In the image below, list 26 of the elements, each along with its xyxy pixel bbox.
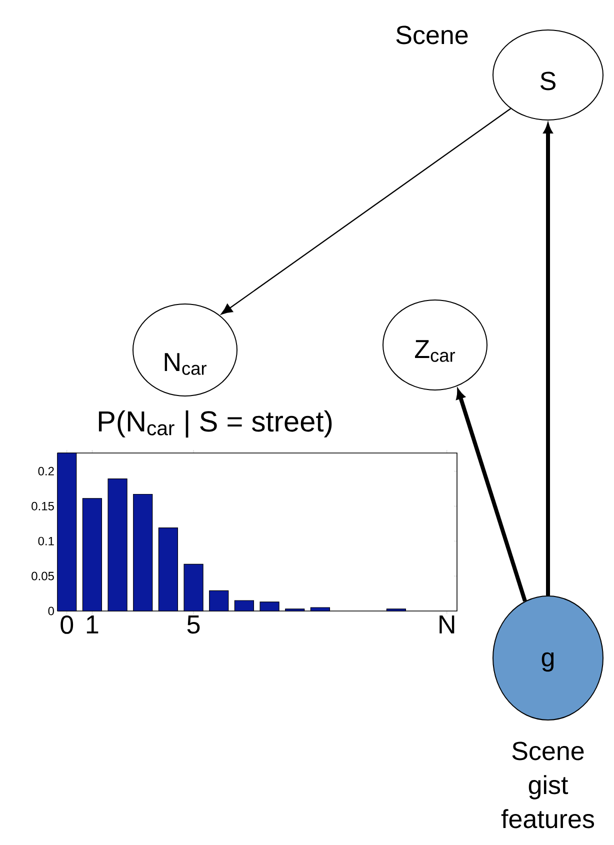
- bar: [133, 494, 153, 612]
- chart-title: P(N$_{car}$ | S = street): [98, 410, 332, 438]
- bar: [209, 590, 229, 612]
- x-tick-label: 1: [86, 616, 98, 634]
- node-label: Scene: [396, 26, 468, 44]
- y-tick-label: 0.2: [38, 466, 54, 476]
- y-tick-label: 0: [48, 606, 54, 616]
- y-tick-label: 0.15: [32, 502, 54, 510]
- y-tick-label: 0.1: [38, 536, 54, 546]
- bar: [57, 452, 77, 612]
- bar: [285, 608, 305, 612]
- bar: [108, 478, 128, 612]
- x-tick-label: 5: [187, 616, 200, 634]
- bar: [158, 528, 178, 612]
- x-tick-label: N: [440, 616, 454, 634]
- y-tick-label: 0.05: [32, 572, 54, 580]
- bar: [386, 608, 406, 612]
- bar: [260, 602, 280, 612]
- bar: [310, 607, 330, 612]
- bar: [82, 498, 102, 612]
- x-tick-label: 0: [60, 616, 74, 634]
- bar: [234, 600, 254, 612]
- node-label: Scene gist features: [501, 742, 594, 828]
- bar: [184, 564, 204, 612]
- arrow: [221, 108, 511, 314]
- arrow: [544, 124, 552, 596]
